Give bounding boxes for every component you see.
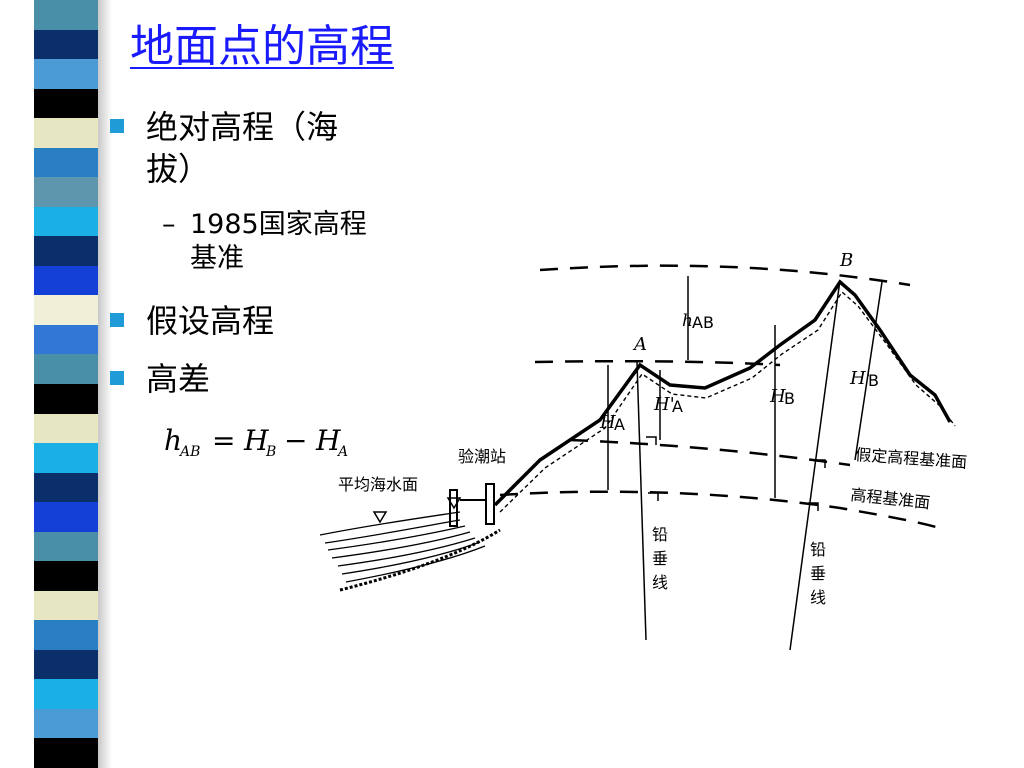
label-point-b: B [839,250,853,271]
label-plumb-line-1-char1: 铅 [652,525,668,544]
label-h-b-prime: H' [849,368,871,389]
decorative-stripe [34,0,98,768]
label-assumed-datum: 假定高程基准面 [855,445,968,472]
stripe-block [34,147,98,178]
label-h-b-prime-sub: B [868,371,879,390]
stripe-block [34,738,98,768]
label-h-ab-sub: AB [692,313,714,332]
terrain-hatching [499,290,956,513]
stripe-block [34,354,98,385]
right-angle-icon [815,459,826,468]
label-h-b-sub: B [784,389,795,408]
stripe-block [34,443,98,474]
stripe-block [34,649,98,680]
sub-bullet-line2: 基准 [190,243,244,274]
bullet-text: 高差 [146,360,211,398]
bullet-absolute-elevation: 绝对高程（海 拔） [110,106,339,190]
label-h-b: H [769,386,786,407]
bullet-square-icon [110,371,124,385]
sea-shore [339,528,501,592]
label-h-a-prime-sub: A [672,397,683,416]
stripe-block [34,59,98,90]
label-h-a: H [599,412,616,433]
dash-icon: – [162,209,176,240]
formula-h: h [164,424,182,457]
bullet-elevation-difference: 高差 [110,358,211,400]
stripe-block [34,413,98,444]
bullet-assumed-elevation: 假设高程 [110,300,275,342]
stripe-block [34,265,98,296]
level-line-a [534,359,781,367]
formula-h-sub: AB [178,444,200,460]
formula-minus: − [284,424,307,457]
tide-station-icon [449,483,495,527]
stripe-block [34,708,98,739]
right-angle-icon [646,436,657,445]
bullet-text-line1: 绝对高程（海 [146,108,339,146]
label-h-a-prime: H' [653,394,675,415]
label-datum: 高程基准面 [850,485,932,512]
stripe-block [34,561,98,592]
slide-title: 地面点的高程 [130,21,394,72]
stripe-block [34,384,98,415]
assumed-datum-line [569,438,851,467]
label-point-a: A [632,334,647,355]
label-h-a-sub: A [614,415,625,434]
stripe-block [34,236,98,267]
stripe-block [34,531,98,562]
stripe-block [34,295,98,326]
right-angle-icon [648,492,659,501]
formula-hb-sub: B [265,444,276,460]
formula-hb: H [243,424,269,457]
elevation-diagram: A B h AB H A H' A H B H' B 验潮站 平均海水面 假定高… [319,250,968,651]
stripe-block [34,679,98,710]
stripe-block [34,590,98,621]
stripe-block [34,177,98,208]
label-plumb-line-1-char2: 垂 [652,549,668,568]
stripe-block [34,206,98,237]
plumb-line-b [789,279,841,651]
label-plumb-line-2-char2: 垂 [810,564,826,583]
stripe-block [34,472,98,503]
formula-ha-sub: A [336,444,348,460]
bullet-text-line2: 拔） [146,150,211,188]
formula-ha: H [315,424,341,457]
label-plumb-line-1-char3: 线 [652,573,668,592]
stripe-block [34,324,98,355]
datum-line [499,490,941,530]
stripe-block [34,29,98,60]
plumb-line-a [636,361,647,641]
elevation-difference-formula: h AB = H B − H A [164,424,348,460]
bullet-square-icon [110,313,124,327]
label-tide-station: 验潮站 [458,447,506,466]
right-angle-icon [808,502,819,511]
terrain-profile [493,279,952,507]
stripe-block [34,88,98,119]
label-plumb-line-2-char3: 线 [810,588,826,607]
bullet-square-icon [110,119,124,133]
stripe-block [34,620,98,651]
stripe-block [34,502,98,533]
stripe-shadow [98,0,112,768]
label-h-ab: h [682,311,693,331]
sub-bullet-datum: – 1985国家高程 基准 [162,208,367,276]
stripe-block [34,0,98,31]
formula-equals: = [212,424,235,457]
label-plumb-line-2-char1: 铅 [810,540,826,559]
label-mean-sea-level: 平均海水面 [338,475,418,494]
dim-h-b-prime [854,281,883,461]
bullet-text: 假设高程 [146,302,275,340]
level-line-b [539,264,911,287]
sub-bullet-line1: 1985国家高程 [190,209,367,240]
stripe-block [34,118,98,149]
